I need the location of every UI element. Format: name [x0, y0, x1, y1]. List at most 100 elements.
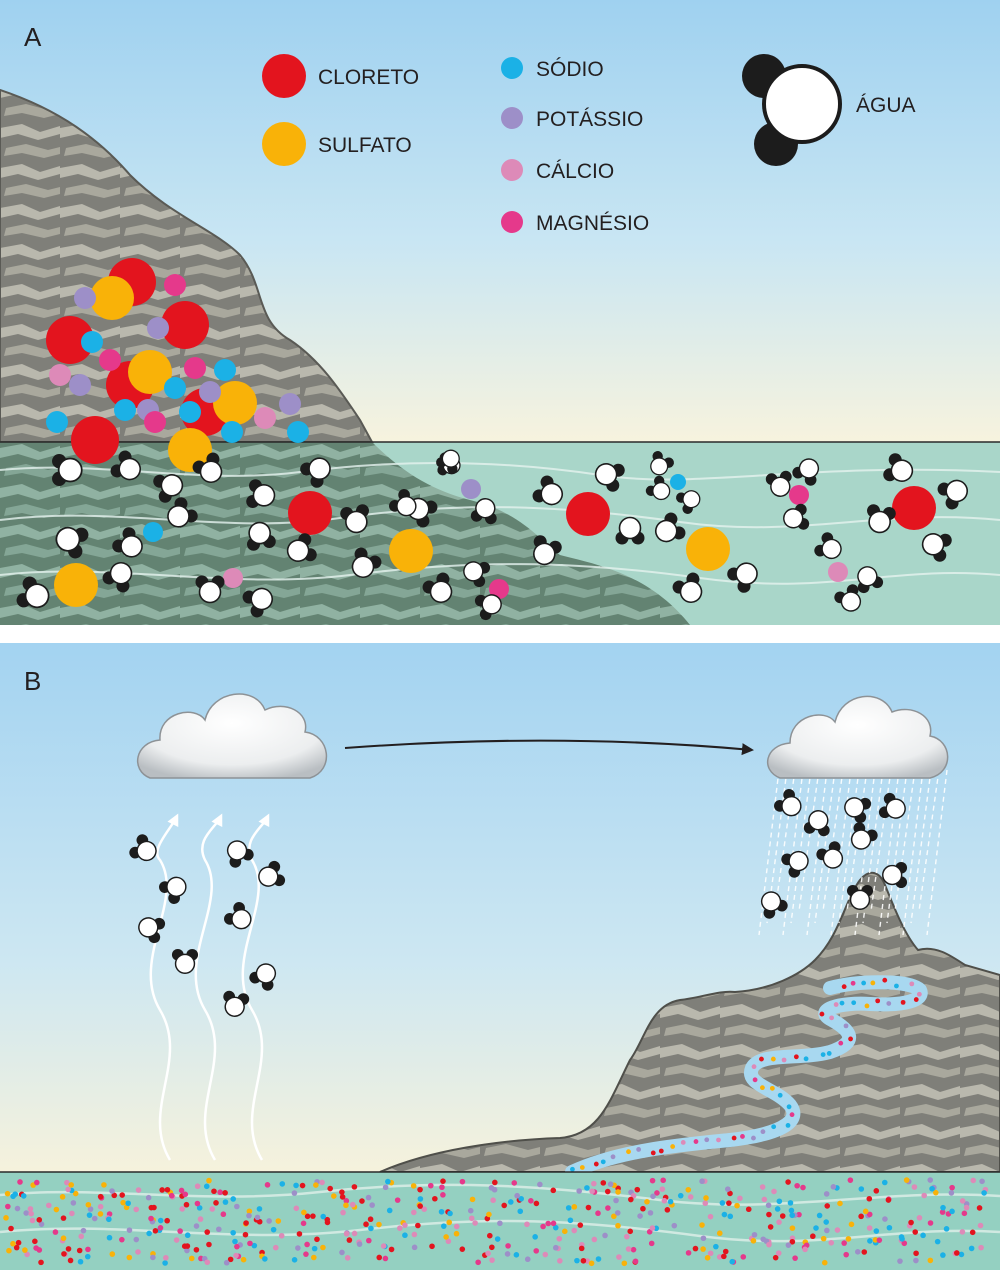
rain-streak — [878, 769, 900, 936]
legend-sulfato-swatch — [262, 122, 306, 166]
cloreto-ion — [779, 1213, 786, 1219]
sodio-ion — [771, 1124, 777, 1130]
magnesio-ion — [789, 485, 809, 505]
cloreto-ion — [604, 1188, 611, 1195]
magnesio-ion — [194, 1200, 201, 1207]
calcio-ion — [468, 1215, 475, 1222]
potassio-ion — [886, 1001, 892, 1006]
magnesio-ion — [630, 1246, 637, 1253]
potassio-ion — [637, 1213, 643, 1219]
rain-streak — [798, 769, 820, 912]
sodio-ion — [164, 377, 186, 399]
sulfato-ion — [10, 1240, 16, 1247]
magnesio-ion — [489, 579, 509, 599]
calcio-ion — [78, 1233, 85, 1240]
calcio-ion — [775, 1250, 782, 1256]
rain-streak — [814, 769, 836, 924]
cloreto-ion — [227, 1256, 234, 1263]
cloreto-ion — [892, 486, 936, 530]
sodio-ion — [77, 1258, 84, 1265]
magnesio-ion — [632, 1258, 639, 1265]
cloreto-ion — [97, 1193, 104, 1200]
cloreto-ion — [600, 1180, 607, 1186]
legend-potassio-swatch — [501, 107, 523, 129]
sodio-ion — [729, 1258, 736, 1265]
sulfato-ion — [59, 1194, 66, 1200]
sulfato-ion — [615, 1189, 621, 1195]
potassio-ion — [382, 1184, 389, 1191]
sodio-ion — [968, 1245, 975, 1252]
calcio-ion — [921, 1192, 928, 1199]
sodio-ion — [214, 359, 236, 381]
sulfato-ion — [213, 381, 257, 425]
cloreto-ion — [304, 1213, 311, 1220]
sulfato-ion — [734, 1202, 740, 1209]
magnesio-ion — [85, 1246, 91, 1253]
magnesio-ion — [5, 1203, 11, 1210]
calcio-ion — [272, 1244, 279, 1251]
potassio-ion — [411, 1244, 418, 1251]
cloreto-ion — [722, 1248, 729, 1255]
potassio-ion — [467, 1207, 474, 1214]
calcio-ion — [591, 1236, 598, 1243]
sulfato-ion — [120, 1199, 126, 1206]
potassio-ion — [897, 1258, 903, 1264]
panel-b-letter: B — [24, 666, 41, 696]
sodio-ion — [518, 1195, 524, 1202]
sodio-ion — [293, 1182, 299, 1189]
sulfato-ion — [389, 529, 433, 573]
rain-streak — [870, 769, 892, 912]
cloreto-ion — [726, 1200, 732, 1206]
rain-streak — [926, 769, 948, 936]
magnesio-ion — [847, 1177, 854, 1183]
calcio-ion — [194, 1183, 201, 1190]
calcio-ion — [278, 1232, 285, 1239]
sodio-ion — [886, 1224, 893, 1231]
cloreto-ion — [204, 1229, 211, 1235]
calcio-ion — [834, 1227, 841, 1233]
cloreto-ion — [501, 1202, 508, 1209]
sodio-ion — [230, 1229, 236, 1236]
calcio-ion — [490, 1197, 496, 1204]
cloreto-ion — [908, 1219, 914, 1226]
sodio-ion — [143, 522, 163, 542]
cloreto-ion — [324, 1216, 331, 1223]
sodio-ion — [86, 1212, 93, 1218]
potassio-ion — [150, 1254, 156, 1261]
magnesio-ion — [605, 1205, 611, 1211]
cloreto-ion — [731, 1135, 737, 1141]
cloreto-ion — [913, 1250, 919, 1257]
sodio-ion — [565, 1205, 572, 1211]
potassio-ion — [70, 1200, 77, 1206]
calcio-ion — [828, 562, 848, 582]
potassio-ion — [913, 1257, 919, 1264]
cloreto-ion — [111, 1192, 118, 1199]
magnesio-ion — [33, 1245, 39, 1251]
legend-agua-molecule-icon — [742, 54, 842, 166]
magnesio-ion — [876, 1237, 883, 1243]
sulfato-ion — [579, 1165, 585, 1170]
sodio-ion — [823, 1219, 829, 1225]
magnesio-ion — [157, 1225, 164, 1231]
cloreto-ion — [861, 1249, 868, 1255]
sulfato-ion — [376, 1221, 382, 1228]
calcio-ion — [351, 1230, 358, 1237]
sulfato-ion — [320, 1244, 326, 1251]
potassio-ion — [647, 1210, 654, 1216]
sodio-ion — [786, 1104, 792, 1110]
magnesio-ion — [234, 1243, 240, 1250]
magnesio-ion — [740, 1134, 745, 1139]
cloreto-ion — [119, 1192, 126, 1198]
sodio-ion — [777, 1092, 783, 1098]
calcio-ion — [781, 1057, 787, 1063]
sodio-ion — [894, 983, 899, 989]
sodio-ion — [262, 1256, 268, 1262]
calcio-ion — [542, 1251, 549, 1258]
magnesio-ion — [693, 1139, 699, 1144]
cloreto-ion — [164, 1217, 170, 1224]
calcio-ion — [911, 1184, 918, 1190]
cloreto-ion — [913, 997, 919, 1002]
cloreto-ion — [184, 1243, 191, 1249]
rain-streak — [790, 769, 812, 924]
cloreto-ion — [766, 1211, 772, 1218]
